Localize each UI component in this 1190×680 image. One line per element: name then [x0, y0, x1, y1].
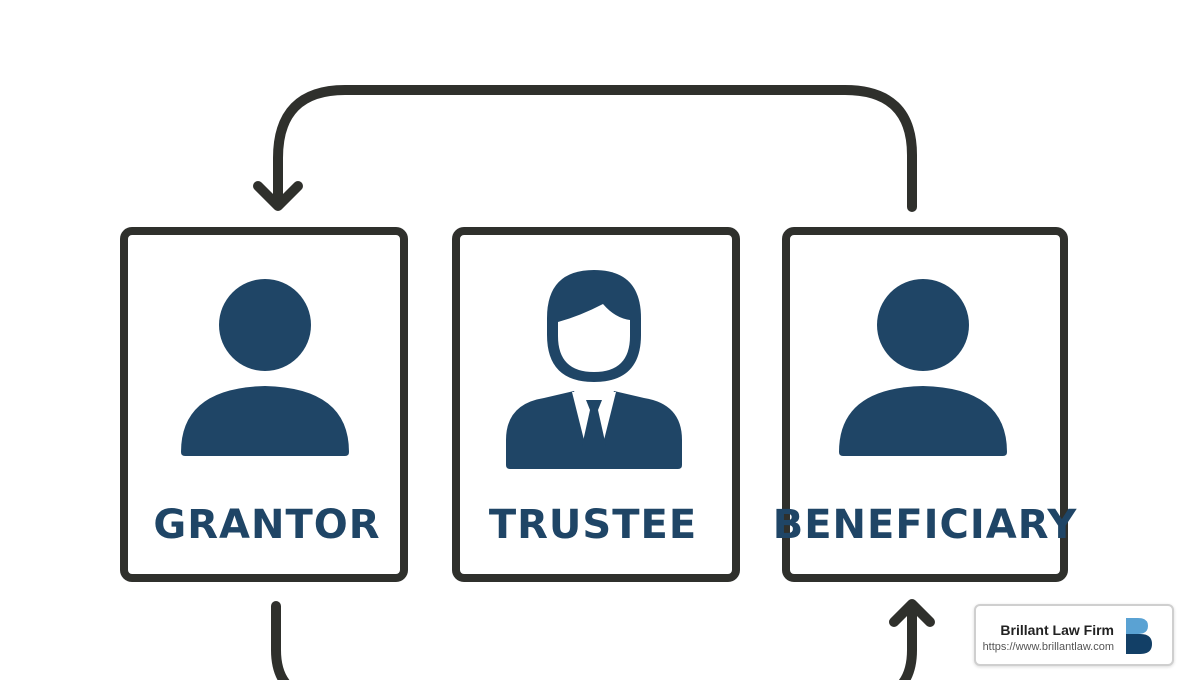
person-icon: [181, 279, 349, 456]
grantor-label: GRANTOR: [153, 502, 380, 548]
trustee-label: TRUSTEE: [489, 502, 697, 548]
beneficiary-label: BENEFICIARY: [773, 502, 1078, 548]
firm-url[interactable]: https://www.brillantlaw.com: [982, 641, 1114, 653]
firm-badge[interactable]: Brillant Law Firm https://www.brillantla…: [974, 604, 1174, 666]
b-logo-icon: [1126, 618, 1152, 654]
flow-arrow-top: [253, 85, 917, 212]
arrow-head-down-icon: [253, 181, 303, 211]
card-beneficiary: BENEFICIARY: [773, 227, 1078, 582]
card-grantor: GRANTOR: [120, 227, 408, 582]
firm-name: Brillant Law Firm: [1000, 622, 1114, 638]
card-trustee: TRUSTEE: [452, 227, 740, 582]
arrow-head-up-icon: [889, 599, 935, 627]
flow-arrow-bottom: [271, 599, 935, 680]
person-icon: [839, 279, 1007, 456]
businessman-icon: [506, 270, 682, 469]
